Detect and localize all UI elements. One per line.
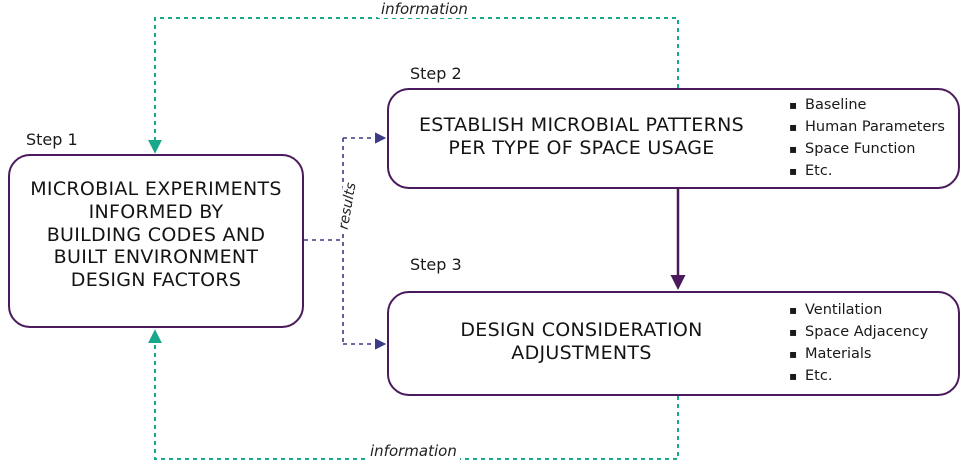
information-top-label: information — [378, 0, 471, 18]
step3-box: DESIGN CONSIDERATION ADJUSTMENTS Ventila… — [387, 291, 960, 396]
information-bottom-label: information — [367, 442, 460, 460]
step3-title: DESIGN CONSIDERATION ADJUSTMENTS — [399, 319, 764, 365]
step3-title-line: DESIGN CONSIDERATION — [460, 319, 703, 341]
step3-bullet-item: Ventilation — [789, 299, 928, 321]
step1-title-line: BUILT ENVIRONMENT — [53, 246, 259, 269]
information-top-connector — [148, 17, 679, 154]
step2-bullet-item: Space Function — [789, 138, 945, 160]
step2-title-line: ESTABLISH MICROBIAL PATTERNS — [418, 114, 744, 136]
step3-bullet-item: Materials — [789, 343, 928, 365]
step1-title-line: BUILDING CODES AND — [46, 223, 266, 246]
step1-title-line: DESIGN FACTORS — [70, 269, 242, 292]
step2-box: ESTABLISH MICROBIAL PATTERNS PER TYPE OF… — [387, 88, 960, 189]
step3-bullet-item: Etc. — [789, 365, 928, 387]
step1-title: MICROBIAL EXPERIMENTS INFORMED BY BUILDI… — [10, 178, 302, 292]
step3-label: Step 3 — [410, 255, 462, 274]
step1-label: Step 1 — [26, 130, 78, 149]
step1-title-line: INFORMED BY — [88, 200, 224, 223]
step2-label: Step 2 — [410, 64, 462, 83]
step3-bullet-list: Ventilation Space Adjacency Materials Et… — [789, 299, 928, 387]
step1-title-line: MICROBIAL EXPERIMENTS — [30, 178, 282, 200]
step2-bullet-item: Human Parameters — [789, 116, 945, 138]
step2-bullet-item: Etc. — [789, 160, 945, 182]
step2-bullet-item: Baseline — [789, 94, 945, 116]
step1-box: MICROBIAL EXPERIMENTS INFORMED BY BUILDI… — [8, 154, 304, 328]
information-bottom-connector — [148, 329, 679, 460]
step3-title-line: ADJUSTMENTS — [511, 341, 652, 364]
step2-title: ESTABLISH MICROBIAL PATTERNS PER TYPE OF… — [399, 114, 764, 160]
step2-title-line: PER TYPE OF SPACE USAGE — [448, 136, 715, 159]
step3-bullet-item: Space Adjacency — [789, 321, 928, 343]
step2-bullet-list: Baseline Human Parameters Space Function… — [789, 94, 945, 182]
